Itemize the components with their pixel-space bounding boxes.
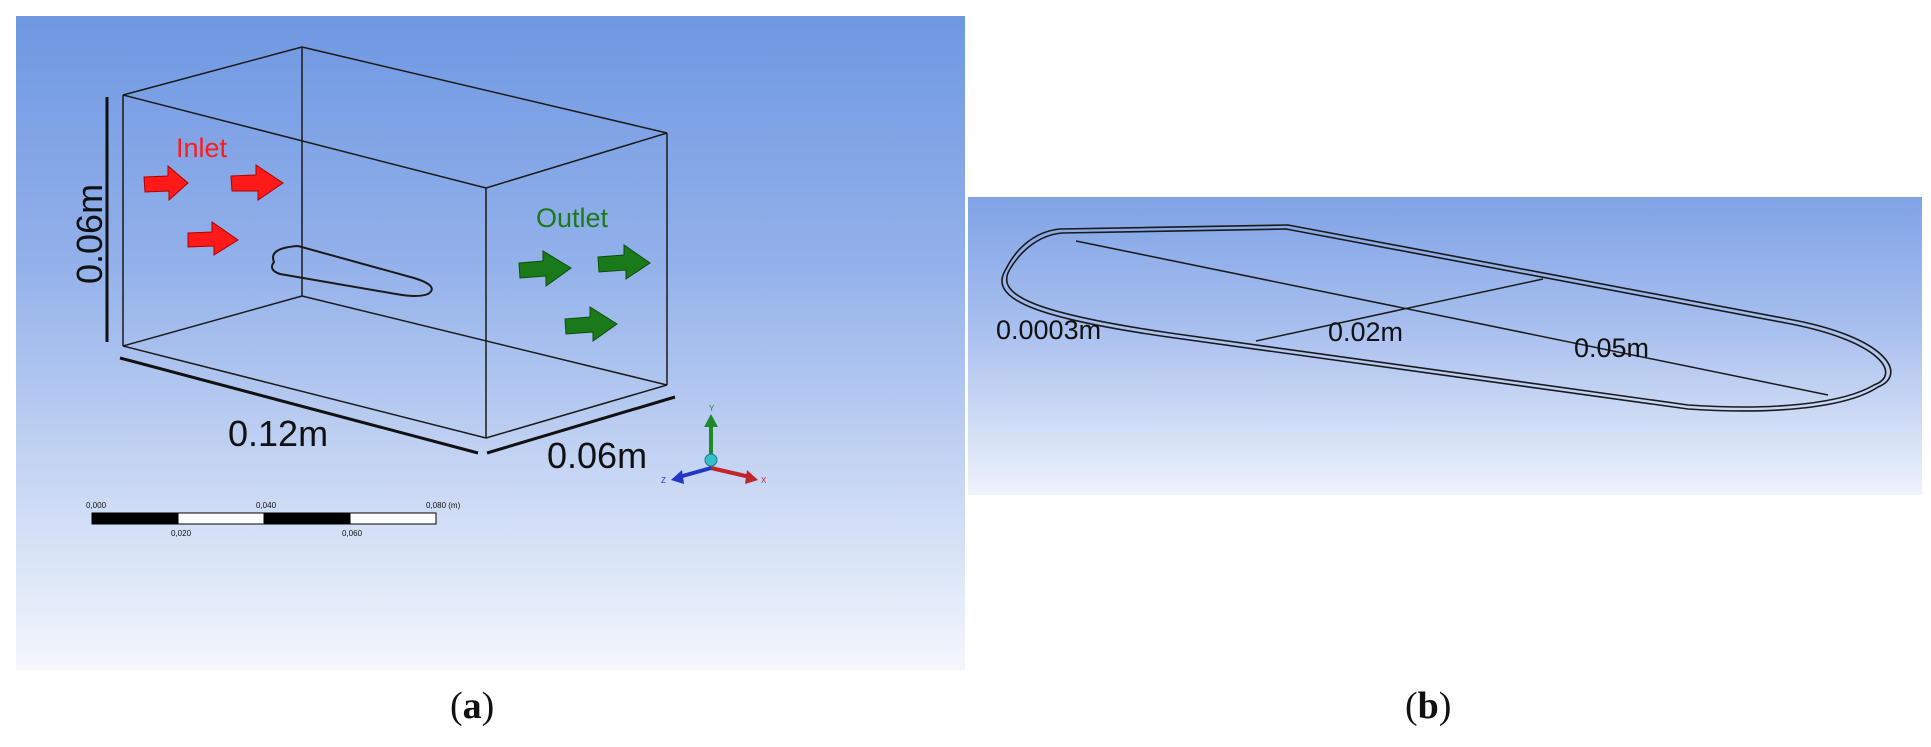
box-edge: [122, 94, 487, 189]
box-edge: [301, 295, 668, 386]
dim-length-label: 0.12m: [228, 413, 328, 454]
outlet-arrows: [518, 244, 651, 342]
caption-a-open: (: [450, 685, 463, 727]
axis-triad-icon: Y X Z: [661, 404, 767, 485]
scale-tick-label: 0,020: [171, 529, 192, 538]
width-line: [1255, 278, 1544, 342]
scale-tick-label: 0,000: [86, 501, 107, 510]
caption-a-close: ): [481, 685, 495, 727]
domain-drawing: Inlet Outlet 0.06m 0.12m 0.06m 0,000 0,0…: [69, 46, 767, 538]
outlet-arrow-icon: [597, 244, 651, 280]
plate-drawing: 0.0003m 0.02m 0.05m: [996, 224, 1892, 412]
outlet-label: Outlet: [536, 203, 609, 233]
caption-b-open: (: [1405, 685, 1418, 727]
x-axis-arrow-icon: [745, 470, 758, 484]
box-edges: [122, 46, 668, 439]
x-axis-line: [710, 466, 751, 479]
axis-label-y: Y: [709, 404, 715, 413]
panel-a-domain: Inlet Outlet 0.06m 0.12m 0.06m 0,000 0,0…: [16, 16, 965, 670]
box-edge: [485, 384, 668, 439]
scale-segment: [91, 512, 179, 525]
origin-sphere-icon: [704, 453, 718, 467]
dim-line-depth: [486, 395, 676, 455]
dim-line-length: [119, 356, 479, 455]
z-axis-line: [678, 466, 712, 479]
box-edge: [122, 46, 303, 96]
scale-bar: 0,000 0,040 0,080 (m) 0,020 0,060: [86, 501, 461, 538]
scale-segment: [349, 512, 437, 525]
inlet-arrow-icon: [143, 164, 189, 202]
dim-thickness-label: 0.0003m: [996, 315, 1101, 345]
plate-inner-edge: [1005, 228, 1887, 408]
plate-outer-edge: [1001, 224, 1892, 412]
outlet-arrow-icon: [564, 306, 618, 342]
scale-segment: [263, 512, 351, 525]
caption-b-letter: b: [1417, 685, 1439, 727]
outlet-arrow-icon: [518, 250, 572, 287]
y-axis-arrow-icon: [704, 414, 718, 427]
plate-outline: [271, 244, 433, 297]
dim-width-label: 0.02m: [1328, 317, 1403, 347]
length-line: [1075, 240, 1829, 396]
inlet-arrow-icon: [230, 164, 284, 201]
box-edge: [122, 345, 487, 439]
scale-segment: [177, 512, 265, 525]
caption-b-close: ): [1438, 685, 1452, 727]
box-edge: [301, 46, 668, 134]
dim-half-length-label: 0.05m: [1574, 333, 1649, 363]
dim-height-label: 0.06m: [69, 184, 110, 284]
scale-tick-label: 0,060: [342, 529, 363, 538]
axis-label-x: X: [761, 476, 767, 485]
z-axis-arrow-icon: [671, 470, 684, 484]
caption-a: (a): [450, 684, 494, 728]
scale-tick-label: 0,040: [256, 501, 277, 510]
box-edge: [485, 132, 668, 189]
box-edge: [122, 295, 303, 347]
panel-b-plate: 0.0003m 0.02m 0.05m: [968, 197, 1922, 495]
inlet-arrow-icon: [187, 221, 239, 256]
scale-tick-label: 0,080 (m): [426, 501, 461, 510]
plate-outline: [1001, 224, 1892, 412]
caption-a-letter: a: [462, 685, 482, 727]
inlet-arrows: [143, 164, 284, 256]
inlet-label: Inlet: [176, 133, 228, 163]
axis-label-z: Z: [661, 476, 666, 485]
caption-b: (b): [1405, 684, 1451, 728]
dim-depth-label: 0.06m: [547, 435, 647, 476]
